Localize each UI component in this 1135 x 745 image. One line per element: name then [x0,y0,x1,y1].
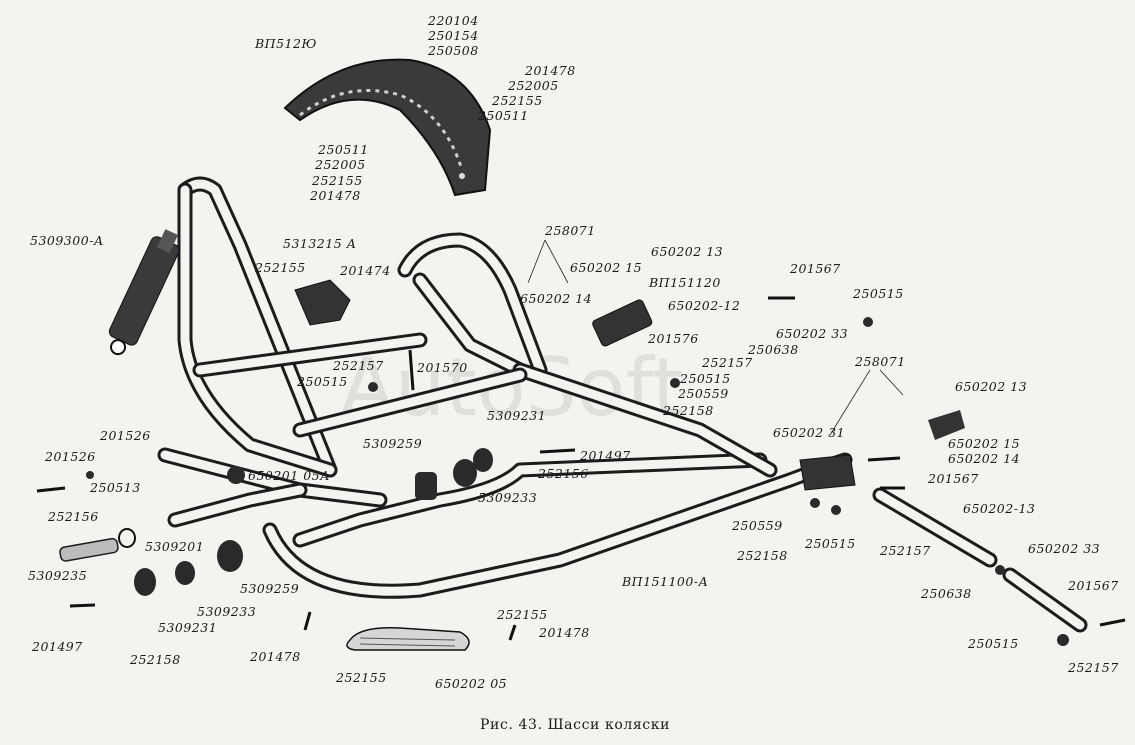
part-label: 250511 [317,142,369,157]
part-labels: 220104 250154 250508 ВП512Ю 201478 25200… [28,13,1119,691]
part-label: 201567 [927,471,979,486]
part-label: 252156 [537,466,589,481]
figure-caption: Рис. 43. Шасси коляски [480,717,670,733]
part-label: 252157 [332,358,384,373]
part-label: 201478 [538,625,590,640]
part-label: 650202 33 [776,326,848,341]
part-label: ВП151100-А [621,574,709,589]
leader-lines [527,239,904,436]
part-label: 250513 [89,480,141,495]
step-plate [346,627,470,651]
part-label: 258071 [544,223,596,238]
part-label: 5309259 [363,436,422,451]
part-label: 201497 [579,448,631,463]
part-label: ВП151120 [648,275,721,290]
part-label: 650202-13 [963,501,1035,516]
part-label: 252155 [311,173,363,188]
part-label: 650202 13 [651,244,723,259]
svg-text:AutoSoft: AutoSoft [340,341,684,434]
part-label: 252005 [507,78,559,93]
part-label: 250154 [427,28,479,43]
shock-absorber [108,229,180,356]
part-label: 252155 [254,260,306,275]
part-label: 250515 [804,536,856,551]
part-label: 650202 05 [435,676,507,691]
parts [36,229,1126,651]
part-label: 252155 [491,93,543,108]
part-label: 5309235 [28,568,87,583]
part-label: 5309233 [478,490,537,505]
part-label: 252155 [335,670,387,685]
part-label: 252158 [129,652,181,667]
part-label: 650201 05А [248,468,330,483]
part-label: 250515 [296,374,348,389]
part-label: 201478 [524,63,576,78]
part-label: 5309231 [487,408,546,423]
part-label: 252158 [662,403,714,418]
part-label: 250559 [731,518,783,533]
part-label: 220104 [427,13,479,28]
part-label: 201576 [647,331,699,346]
part-label: 252155 [496,607,548,622]
part-label: 650202 15 [948,436,1020,451]
part-label: 250559 [677,386,729,401]
part-label: 650202 33 [1028,541,1100,556]
part-label: 650202 31 [773,425,845,440]
part-label: 201478 [309,188,361,203]
part-label: 650202 14 [948,451,1020,466]
part-label: 201570 [416,360,468,375]
part-label: 650202 14 [520,291,592,306]
part-label: 250638 [920,586,972,601]
part-label: 201567 [789,261,841,276]
part-label: 250515 [679,371,731,386]
part-label: 201478 [249,649,301,664]
part-label: 5309201 [145,539,204,554]
part-label: 250511 [477,108,529,123]
part-label: 250515 [852,286,904,301]
part-label: 5309300-А [30,233,104,248]
part-label: 201526 [44,449,96,464]
part-label: 252157 [1067,660,1119,675]
part-label: 250508 [427,43,479,58]
part-label: 252157 [879,543,931,558]
fender [283,58,492,197]
part-label: 252005 [314,157,366,172]
part-label: 5309259 [240,581,299,596]
part-label: 258071 [854,354,906,369]
part-label: 252156 [47,509,99,524]
part-label: 250638 [747,342,799,357]
part-label: 5313215 А [283,236,357,251]
frame-tubes [157,176,1088,633]
part-label: 201474 [339,263,391,278]
part-label: ВП512Ю [254,36,317,51]
part-label: 5309233 [197,604,256,619]
part-label: 201497 [31,639,83,654]
part-label: 650202 15 [570,260,642,275]
part-label: 5309231 [158,620,217,635]
part-label: 201567 [1067,578,1119,593]
part-label: 252157 [701,355,753,370]
part-label: 201526 [99,428,151,443]
part-label: 250515 [967,636,1019,651]
part-label: 650202 13 [955,379,1027,394]
watermark: AutoSoft [340,341,684,434]
part-label: 650202-12 [668,298,740,313]
part-label: 252158 [736,548,788,563]
